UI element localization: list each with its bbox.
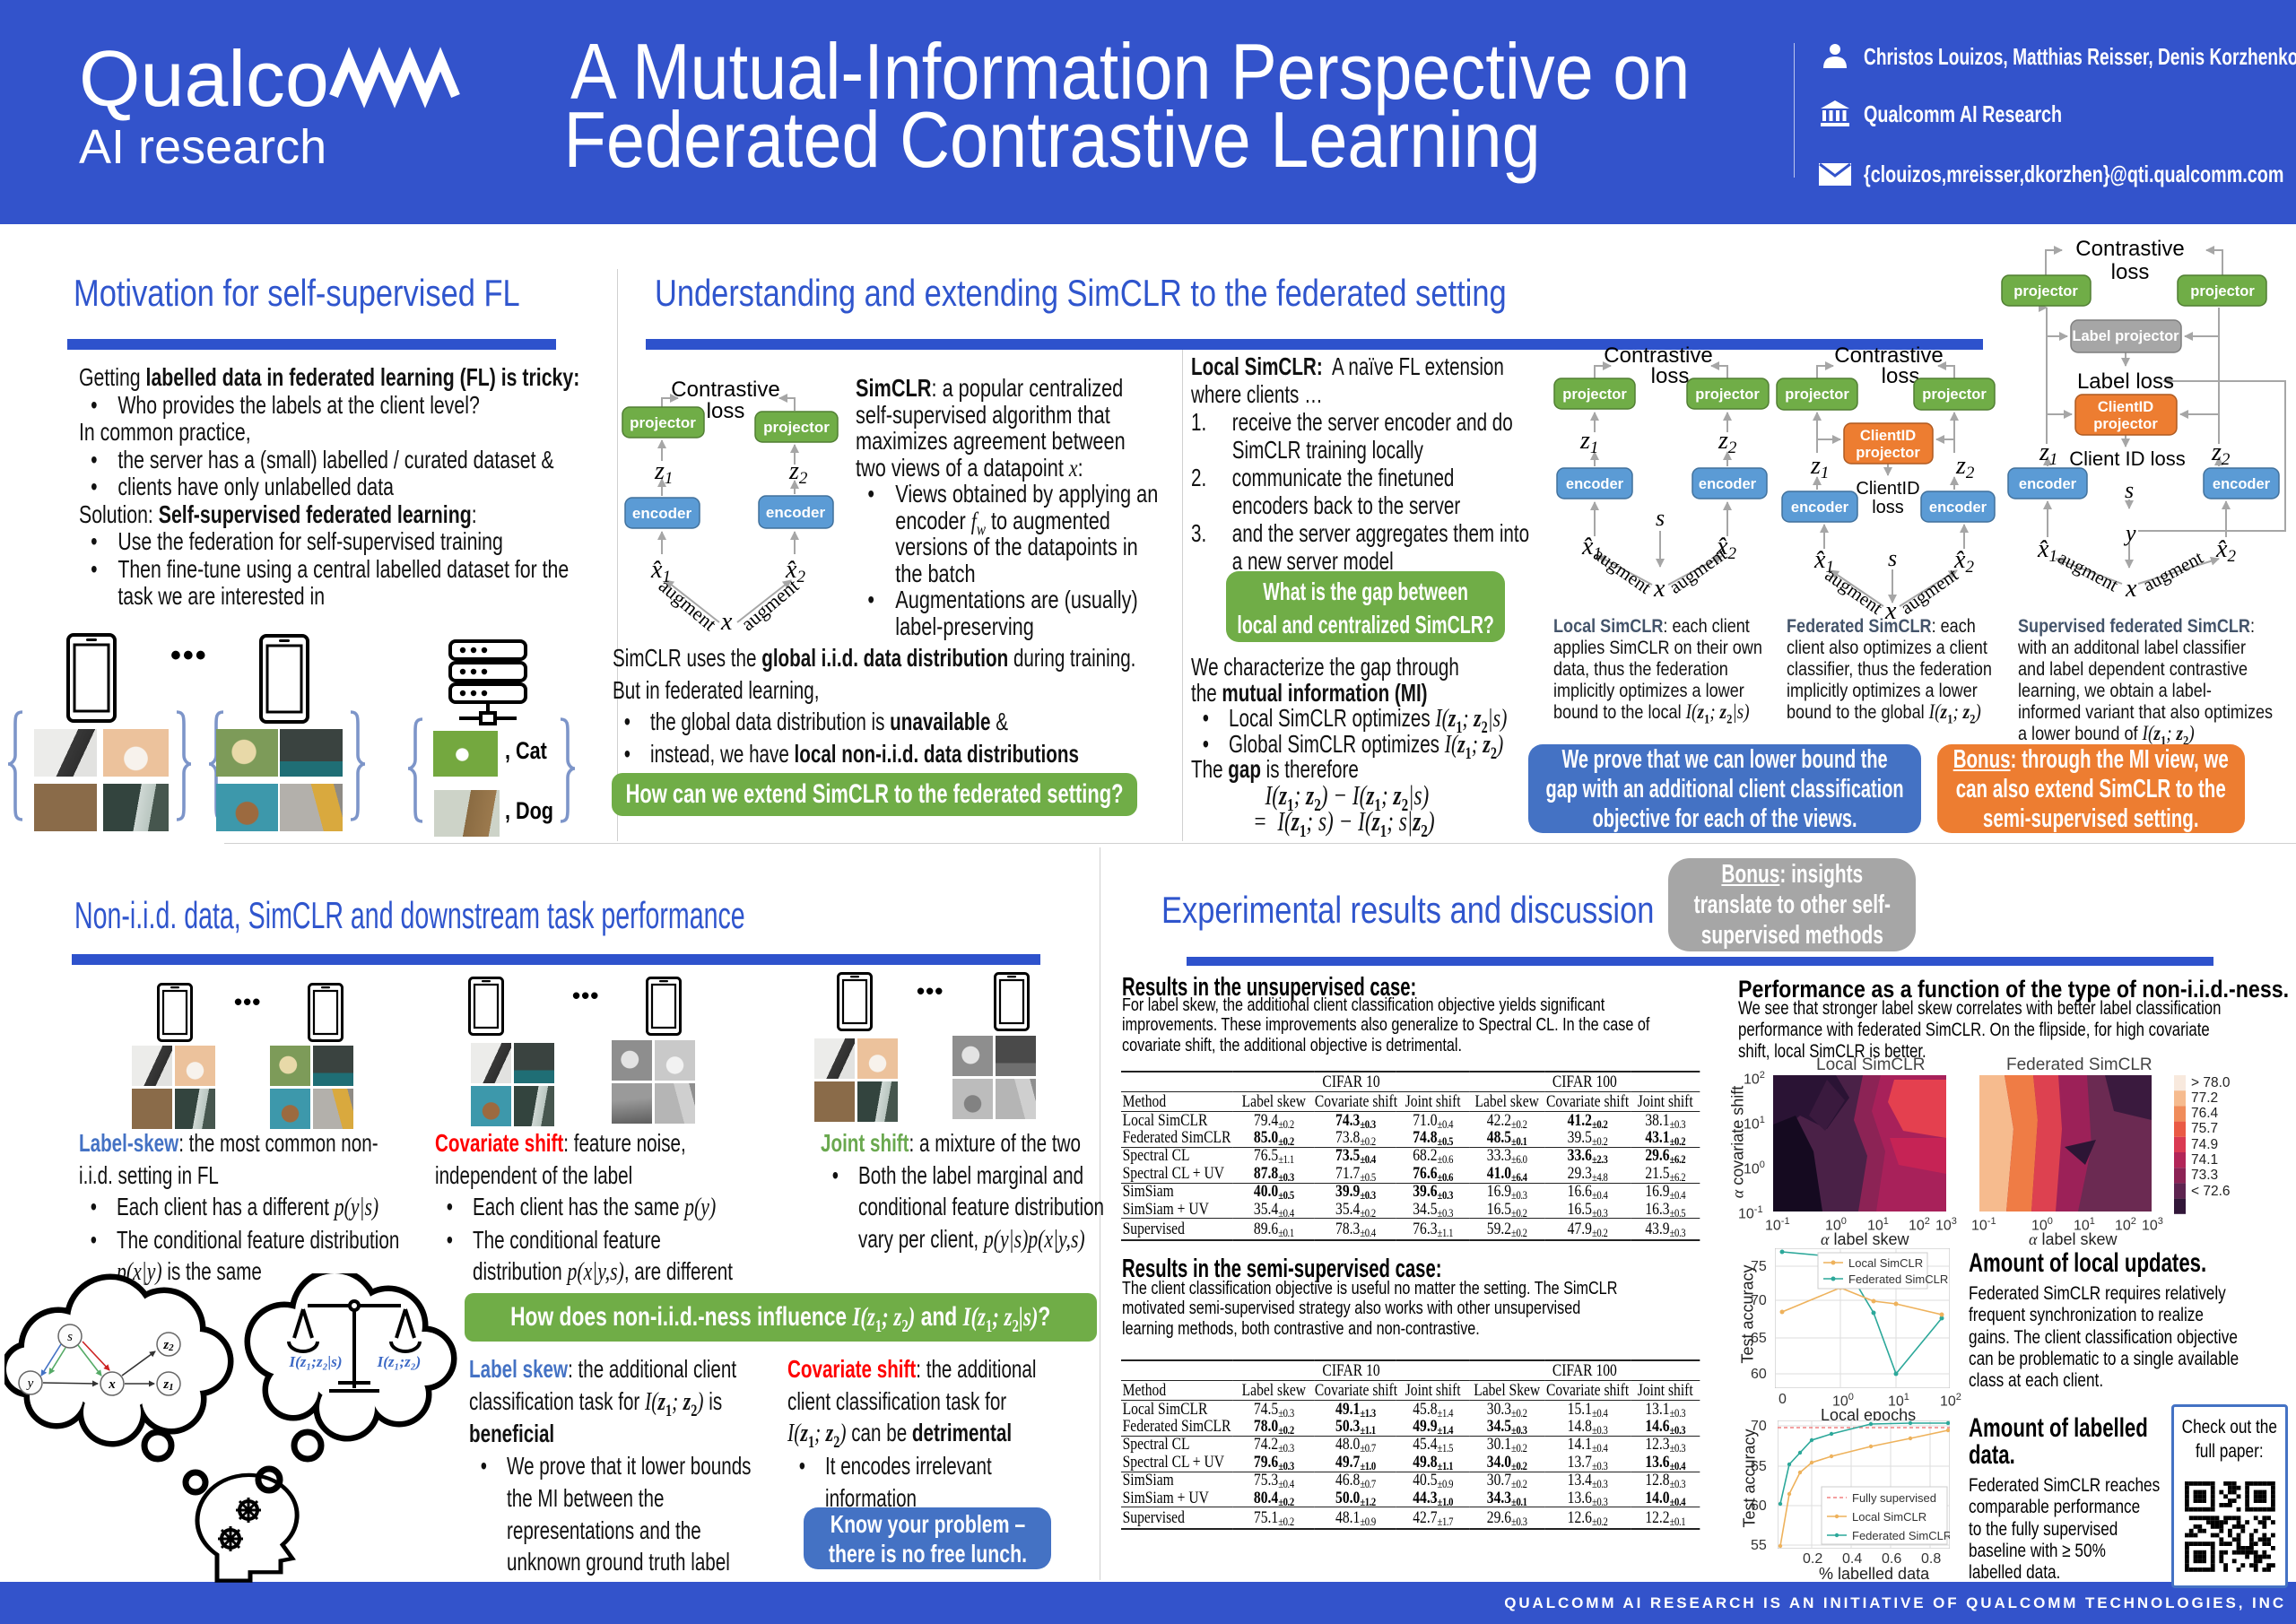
svg-text:x̂1: x̂1 [2037, 535, 2057, 566]
svg-text:augment: augment [736, 574, 803, 635]
svg-text:projector: projector [1856, 445, 1920, 461]
svg-text:x: x [2125, 575, 2137, 596]
svg-text:x̂2: x̂2 [1953, 546, 1974, 577]
svg-text:projector: projector [1922, 386, 1987, 403]
svg-text:encoder: encoder [1699, 476, 1757, 492]
svg-text:< 72.6: < 72.6 [2191, 1184, 2231, 1199]
svg-text:76.4: 76.4 [2191, 1106, 2219, 1121]
svg-text:Contrastive: Contrastive [1834, 343, 1943, 368]
svg-text:x: x [720, 608, 733, 636]
svg-text:projector: projector [1785, 386, 1849, 403]
svg-text:ClientID: ClientID [1860, 428, 1916, 444]
svg-text:x: x [108, 1377, 116, 1392]
svg-text:Label loss: Label loss [2077, 369, 2174, 394]
svg-text:projector: projector [763, 419, 830, 436]
svg-text:Contrastive: Contrastive [2075, 238, 2184, 261]
svg-text:loss: loss [2111, 260, 2150, 284]
svg-text:s: s [1888, 545, 1897, 571]
svg-text:projector: projector [2190, 283, 2255, 300]
svg-text:Local SimCLR: Local SimCLR [1852, 1510, 1926, 1524]
svg-text:augment: augment [1822, 564, 1887, 619]
svg-text:augment: augment [2055, 546, 2122, 595]
svg-text:75.7: 75.7 [2191, 1121, 2218, 1136]
svg-text:encoder: encoder [2019, 476, 2077, 492]
svg-text:I(z₁;z₂|s): I(z₁;z₂|s) [288, 1353, 342, 1370]
svg-text:loss: loss [1651, 364, 1690, 388]
svg-text:z1: z1 [1579, 427, 1598, 457]
svg-text:projector: projector [630, 414, 696, 431]
svg-text:augment: augment [1665, 543, 1730, 598]
svg-text:74.1: 74.1 [2191, 1152, 2218, 1168]
svg-text:loss: loss [707, 399, 745, 423]
svg-text:74.9: 74.9 [2191, 1137, 2218, 1152]
svg-text:77.2: 77.2 [2191, 1090, 2218, 1106]
svg-text:z1: z1 [162, 1377, 173, 1393]
svg-text:Client ID loss: Client ID loss [2069, 447, 2186, 470]
svg-text:augment: augment [1590, 543, 1656, 598]
svg-text:encoder: encoder [632, 505, 692, 522]
svg-text:augment: augment [655, 574, 721, 635]
svg-text:z2: z2 [2211, 439, 2231, 469]
svg-text:z1: z1 [2039, 439, 2057, 469]
svg-text:Federated SimCLR: Federated SimCLR [1852, 1529, 1950, 1542]
svg-text:Contrastive: Contrastive [1604, 343, 1712, 368]
svg-text:encoder: encoder [1566, 476, 1624, 492]
svg-text:Label projector: Label projector [2072, 328, 2179, 344]
svg-text:z2: z2 [162, 1338, 174, 1353]
svg-text:augment: augment [2139, 546, 2206, 595]
svg-text:ClientID: ClientID [2098, 399, 2153, 415]
svg-text:Local SimCLR: Local SimCLR [1848, 1256, 1923, 1270]
svg-text:projector: projector [2013, 283, 2078, 300]
svg-text:s: s [67, 1330, 73, 1344]
svg-text:projector: projector [1695, 386, 1760, 403]
svg-text:s: s [2125, 477, 2134, 503]
svg-text:loss: loss [1882, 364, 1920, 388]
svg-text:loss: loss [1872, 498, 1904, 517]
svg-text:Federated SimCLR: Federated SimCLR [1848, 1272, 1948, 1286]
svg-text:73.3: 73.3 [2191, 1168, 2218, 1183]
svg-text:z1: z1 [1810, 452, 1829, 482]
svg-text:> 78.0: > 78.0 [2191, 1075, 2231, 1090]
svg-text:projector: projector [2093, 416, 2158, 432]
svg-text:Contrastive: Contrastive [671, 378, 779, 402]
svg-text:y: y [2123, 520, 2136, 546]
svg-text:z2: z2 [788, 457, 808, 488]
svg-text:encoder: encoder [2213, 476, 2271, 492]
svg-text:x̂2: x̂2 [2215, 535, 2236, 566]
svg-text:s: s [1656, 505, 1665, 531]
svg-text:encoder: encoder [1929, 499, 1987, 516]
svg-text:augment: augment [1896, 564, 1961, 619]
svg-text:y: y [26, 1376, 34, 1391]
svg-text:projector: projector [1562, 386, 1627, 403]
svg-text:z2: z2 [1955, 452, 1975, 482]
svg-text:Fully supervised: Fully supervised [1852, 1491, 1936, 1505]
svg-text:ClientID: ClientID [1856, 479, 1919, 499]
svg-text:x: x [1884, 597, 1897, 623]
svg-text:encoder: encoder [766, 504, 826, 521]
svg-text:z2: z2 [1718, 427, 1737, 457]
svg-text:z1: z1 [654, 457, 673, 488]
svg-text:encoder: encoder [1791, 499, 1849, 516]
svg-text:I(z₁;z₂): I(z₁;z₂) [377, 1353, 422, 1370]
svg-text:x: x [1653, 575, 1665, 603]
